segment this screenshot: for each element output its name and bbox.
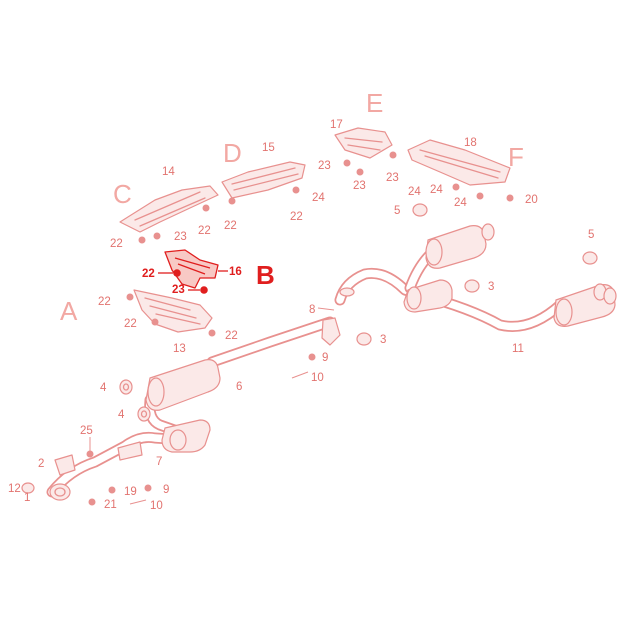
callout-22: 22 (225, 330, 238, 342)
heat-shield-14 (119, 185, 219, 244)
callout-5: 5 (588, 229, 594, 241)
mounts-3 (356, 279, 480, 346)
callout-23: 23 (353, 180, 366, 192)
callout-25: 25 (80, 425, 93, 437)
callout-23: 23 (318, 160, 331, 172)
connector-pipe (339, 287, 355, 297)
callout-9: 9 (163, 484, 169, 496)
callout-24: 24 (408, 186, 421, 198)
callout-10: 10 (311, 372, 324, 384)
callout-4: 4 (100, 382, 107, 394)
callout-3: 3 (380, 334, 386, 346)
callout-2: 2 (38, 458, 44, 470)
callout-22: 22 (124, 318, 137, 330)
callout-22: 22 (290, 211, 303, 223)
callout-22: 22 (110, 238, 123, 250)
callout-12: 12 (8, 483, 21, 495)
heat-shield-13 (126, 289, 216, 337)
bracket-assembly (129, 307, 341, 505)
callout-24: 24 (430, 184, 443, 196)
callout-7: 7 (156, 456, 162, 468)
heat-shield-17 (334, 127, 397, 176)
callout-11: 11 (512, 343, 524, 355)
callout-numbers: 1 2 3 3 4 4 5 5 6 7 8 9 9 10 10 11 12 13… (8, 119, 594, 512)
hangers-4 (119, 379, 151, 422)
callout-group-b: 22 23 (142, 268, 200, 296)
callout-24: 24 (454, 197, 467, 209)
callout-9: 9 (322, 352, 328, 364)
front-pipe-assembly (21, 437, 116, 506)
section-letter-e: E (366, 88, 383, 118)
center-muffler (117, 359, 221, 461)
callout-13: 13 (173, 343, 186, 355)
callout-22-highlighted: 22 (142, 268, 155, 280)
section-letter-a: A (60, 296, 78, 326)
callout-22: 22 (224, 220, 237, 232)
callout-6: 6 (236, 381, 242, 393)
callout-23: 23 (174, 231, 187, 243)
rear-muffler-left (403, 223, 495, 313)
callout-23: 23 (386, 172, 399, 184)
callout-15: 15 (262, 142, 275, 154)
callout-24: 24 (312, 192, 325, 204)
rear-muffler-right (553, 283, 617, 327)
callout-10: 10 (150, 500, 163, 512)
section-letter-c: C (113, 179, 132, 209)
callout-22: 22 (98, 296, 111, 308)
callout-22: 22 (198, 225, 211, 237)
callout-1: 1 (24, 492, 30, 504)
callout-18: 18 (464, 137, 477, 149)
section-letter-b: B (256, 260, 275, 290)
heat-shield-15 (221, 161, 306, 205)
callout-21: 21 (104, 499, 117, 511)
callout-3: 3 (488, 281, 494, 293)
callout-17: 17 (330, 119, 343, 131)
section-letter-f: F (508, 142, 524, 172)
callout-4: 4 (118, 409, 125, 421)
heat-shield-16-highlighted (164, 249, 228, 294)
rubber-hangers-5 (412, 203, 598, 265)
callout-20: 20 (525, 194, 538, 206)
callout-23-highlighted: 23 (172, 284, 185, 296)
section-letter-d: D (223, 138, 242, 168)
callout-19: 19 (124, 486, 137, 498)
callout-16: 16 (229, 266, 242, 278)
callout-5: 5 (394, 205, 400, 217)
callout-14: 14 (162, 166, 175, 178)
heat-shield-18 (407, 139, 514, 202)
callout-8: 8 (309, 304, 315, 316)
